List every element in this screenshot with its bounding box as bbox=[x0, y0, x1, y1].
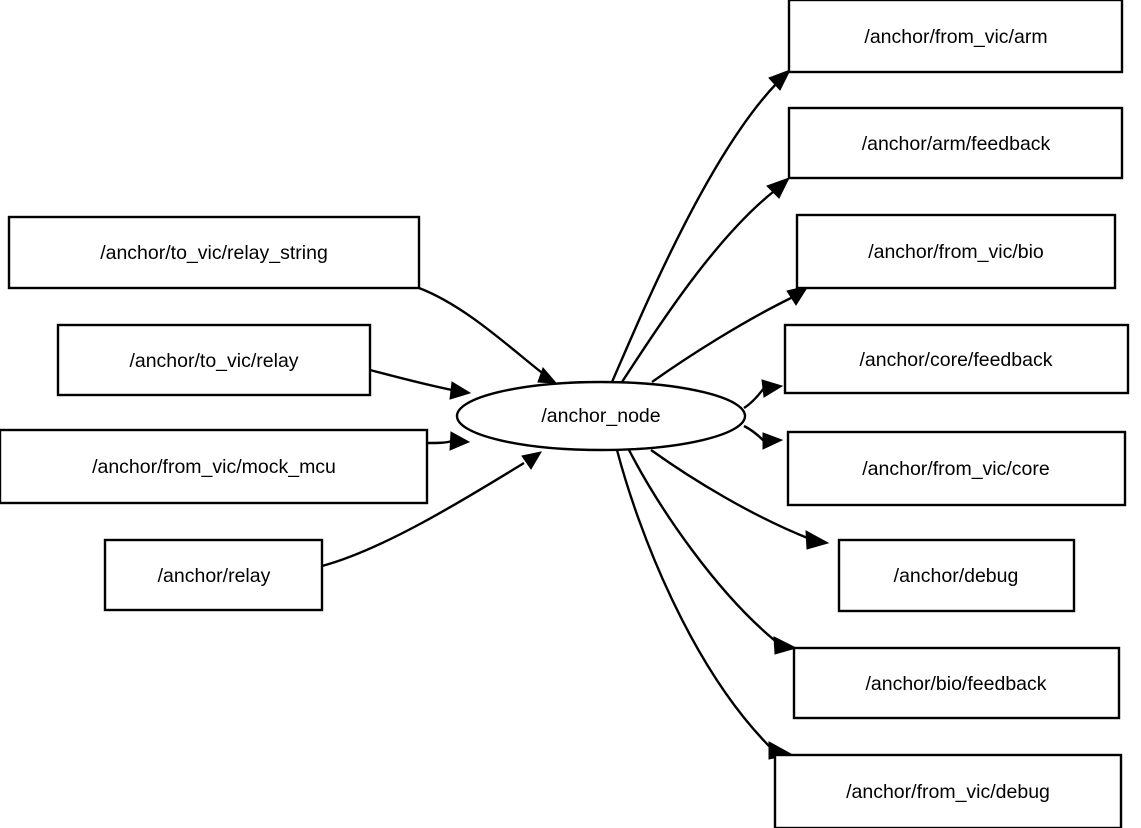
topic-label-to-vic-relay-string: /anchor/to_vic/relay_string bbox=[100, 242, 328, 264]
topic-node-from-vic-core[interactable]: /anchor/from_vic/core bbox=[786, 430, 1127, 507]
edges-layer bbox=[321, 69, 830, 760]
topic-label-from-vic-core: /anchor/from_vic/core bbox=[862, 458, 1050, 480]
node-anchor-node[interactable]: /anchor_node bbox=[455, 380, 747, 452]
topic-node-to-vic-relay-string[interactable]: /anchor/to_vic/relay_string bbox=[7, 215, 421, 290]
topic-label-relay: /anchor/relay bbox=[158, 565, 271, 587]
edge-node-to-bio-feedback[interactable] bbox=[627, 449, 798, 655]
topic-node-from-vic-arm[interactable]: /anchor/from_vic/arm bbox=[787, 0, 1124, 74]
topic-node-from-vic-mock-mcu[interactable]: /anchor/from_vic/mock_mcu bbox=[0, 428, 429, 505]
topic-label-from-vic-debug: /anchor/from_vic/debug bbox=[846, 781, 1050, 803]
topic-node-to-vic-relay[interactable]: /anchor/to_vic/relay bbox=[56, 323, 372, 397]
edge-node-to-arm-feedback[interactable] bbox=[620, 177, 791, 383]
topic-node-bio-feedback[interactable]: /anchor/bio/feedback bbox=[792, 646, 1121, 720]
input-topics-layer: /anchor/to_vic/relay_string /anchor/to_v… bbox=[0, 215, 429, 612]
topic-label-from-vic-bio: /anchor/from_vic/bio bbox=[868, 241, 1044, 263]
topic-label-debug: /anchor/debug bbox=[894, 565, 1019, 587]
edge-to-vic-relay-to-node[interactable] bbox=[369, 368, 472, 400]
edge-node-to-core-feedback[interactable] bbox=[743, 379, 784, 410]
topic-label-bio-feedback: /anchor/bio/feedback bbox=[865, 673, 1046, 695]
topic-node-from-vic-debug[interactable]: /anchor/from_vic/debug bbox=[773, 753, 1123, 828]
node-label-anchor-node: /anchor_node bbox=[541, 405, 660, 427]
edge-node-to-from-vic-core[interactable] bbox=[743, 424, 784, 450]
topic-label-to-vic-relay: /anchor/to_vic/relay bbox=[129, 350, 298, 372]
topic-node-relay[interactable]: /anchor/relay bbox=[103, 538, 324, 612]
edge-relay-string-to-node[interactable] bbox=[418, 286, 558, 384]
topic-label-arm-feedback: /anchor/arm/feedback bbox=[862, 133, 1051, 155]
topic-label-core-feedback: /anchor/core/feedback bbox=[860, 349, 1053, 371]
topic-node-core-feedback[interactable]: /anchor/core/feedback bbox=[783, 323, 1130, 395]
topic-node-from-vic-bio[interactable]: /anchor/from_vic/bio bbox=[795, 213, 1117, 290]
topic-label-from-vic-arm: /anchor/from_vic/arm bbox=[864, 26, 1047, 48]
topic-node-arm-feedback[interactable]: /anchor/arm/feedback bbox=[787, 106, 1124, 180]
edge-mock-mcu-to-node[interactable] bbox=[426, 431, 471, 451]
edge-node-to-debug[interactable] bbox=[650, 449, 830, 550]
edge-relay-to-node[interactable] bbox=[321, 451, 543, 568]
edge-node-to-from-vic-arm[interactable] bbox=[610, 69, 792, 383]
topic-node-debug[interactable]: /anchor/debug bbox=[837, 538, 1076, 613]
edge-node-to-from-vic-debug[interactable] bbox=[615, 449, 793, 760]
output-topics-layer: /anchor/from_vic/arm /anchor/arm/feedbac… bbox=[773, 0, 1130, 828]
topic-label-from-vic-mock-mcu: /anchor/from_vic/mock_mcu bbox=[92, 456, 336, 478]
